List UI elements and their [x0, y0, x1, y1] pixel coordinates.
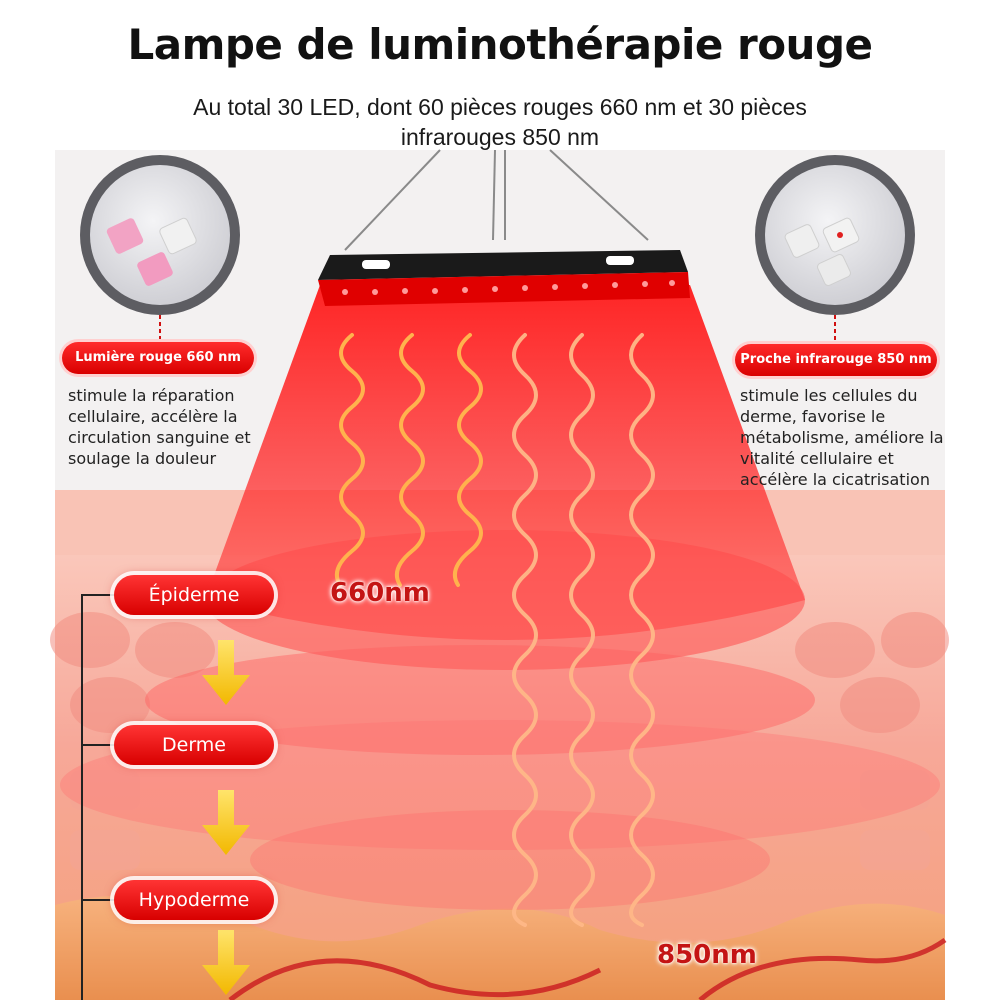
waves-850nm [512, 333, 655, 927]
depth-arrows [202, 640, 250, 995]
dermis-label: Derme [114, 725, 274, 765]
light-spot-3 [60, 720, 940, 850]
hypodermis-label: Hypoderme [114, 880, 274, 920]
infrared-led-closeup [755, 155, 915, 340]
page-title: Lampe de luminothérapie rouge [127, 20, 873, 69]
epidermis-label: Épiderme [114, 575, 274, 615]
lamp-leds [342, 280, 675, 295]
infrared-label: Proche infrarouge 850 nm [735, 344, 937, 376]
layer-bracket [81, 594, 114, 1000]
epidermis-cells [50, 612, 949, 733]
red-light-description: stimule la réparation cellulaire, accélè… [68, 386, 251, 468]
red-led-closeup [80, 155, 240, 340]
waves-660nm [335, 333, 483, 587]
dermis-cells [70, 770, 930, 870]
wavelength-850-label: 850nm [657, 940, 757, 970]
lamp-handle-right [606, 256, 634, 265]
light-spot-4 [250, 810, 770, 910]
lamp-handle-left [362, 260, 390, 269]
hanging-wires [344, 149, 649, 251]
blood-vessel [228, 958, 602, 1000]
blood-vessel-2 [698, 937, 947, 1000]
lamp-body [318, 250, 688, 280]
wavelength-660-label: 660nm [330, 578, 430, 608]
red-light-label: Lumière rouge 660 nm [62, 342, 254, 374]
lamp-led-panel [318, 272, 690, 306]
infrared-description: stimule les cellules du derme, favorise … [740, 386, 944, 489]
page-subtitle: Au total 30 LED, dont 60 pièces rouges 6… [193, 94, 807, 150]
